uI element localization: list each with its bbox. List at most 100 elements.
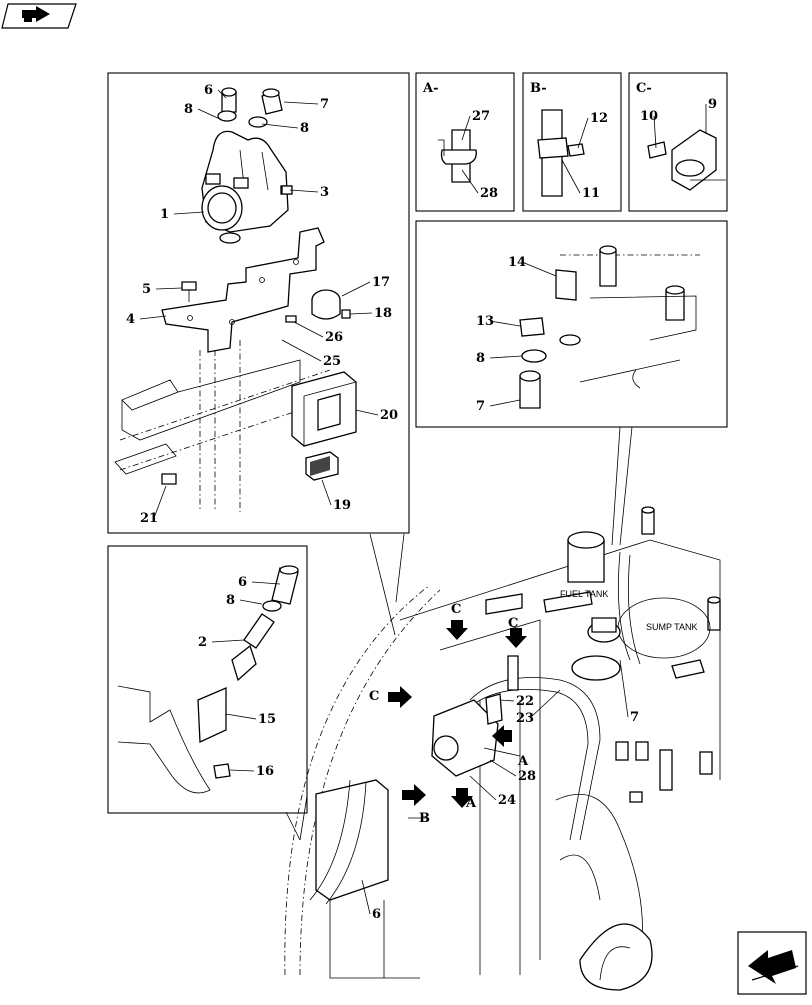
view-marker-a-1: A bbox=[517, 754, 529, 769]
book-arrow-icon[interactable] bbox=[1, 3, 77, 29]
callout-main-panel-8: 8 bbox=[300, 121, 309, 136]
callout-overview-7-leader bbox=[619, 659, 629, 718]
view-marker-b: B bbox=[419, 811, 430, 826]
callout-detail-b-12-leader bbox=[577, 117, 589, 149]
view-marker-c-3: C bbox=[369, 689, 379, 704]
callout-main-panel-20-leader bbox=[355, 409, 379, 416]
callout-overview-28-leader bbox=[489, 759, 517, 777]
callout-hose-panel-13: 13 bbox=[476, 314, 494, 329]
detail-c-panel: C- bbox=[628, 72, 728, 212]
callout-detail-c-10-leader bbox=[653, 115, 657, 149]
callout-main-panel-3-leader bbox=[289, 189, 319, 193]
detail-a-panel: A- bbox=[415, 72, 515, 212]
callout-fitting-panel-8: 8 bbox=[226, 593, 235, 608]
callout-main-panel-7-leader bbox=[283, 101, 319, 105]
callout-main-panel-25: 25 bbox=[323, 354, 341, 369]
callout-main-panel-19: 19 bbox=[333, 498, 351, 513]
callout-hose-panel-8-leader bbox=[489, 355, 523, 359]
callout-main-panel-26-leader bbox=[293, 321, 324, 338]
callout-main-panel-26: 26 bbox=[325, 330, 343, 345]
callout-main-panel-17-leader bbox=[341, 281, 371, 297]
callout-main-panel-21: 21 bbox=[140, 511, 158, 526]
callout-main-panel-7: 7 bbox=[320, 97, 329, 112]
callout-detail-c-9: 9 bbox=[708, 97, 717, 112]
view-marker-a-2: A bbox=[465, 796, 477, 811]
callout-hose-panel-14-leader bbox=[521, 261, 557, 277]
callout-hose-panel-7: 7 bbox=[476, 399, 485, 414]
callout-overview-23-leader bbox=[529, 689, 561, 719]
callout-main-panel-17: 17 bbox=[372, 275, 390, 290]
callout-main-panel-18: 18 bbox=[374, 306, 392, 321]
hose-fitting-panel bbox=[415, 220, 728, 428]
callout-overview-24-leader bbox=[469, 775, 497, 801]
callout-hose-panel-14: 14 bbox=[508, 255, 526, 270]
callout-detail-a-28-leader bbox=[461, 169, 479, 194]
screws bbox=[161, 185, 351, 485]
callout-main-panel-18-leader bbox=[349, 312, 373, 315]
callout-main-panel-8: 8 bbox=[184, 102, 193, 117]
callout-hose-panel-13-leader bbox=[489, 320, 521, 327]
callout-detail-a-28: 28 bbox=[480, 186, 498, 201]
callout-main-panel-5-leader bbox=[155, 287, 183, 290]
callout-fitting-panel-6-leader bbox=[251, 581, 281, 585]
callout-overview-6: 6 bbox=[372, 907, 381, 922]
callout-main-panel-3: 3 bbox=[320, 185, 329, 200]
callout-detail-a-27: 27 bbox=[472, 109, 490, 124]
callout-detail-b-12: 12 bbox=[590, 111, 608, 126]
callout-overview-6-leader bbox=[361, 879, 371, 915]
callout-hose-panel-7-leader bbox=[489, 399, 521, 407]
detail-a-title: A- bbox=[422, 81, 438, 96]
fitting-panel bbox=[107, 545, 308, 814]
callout-main-panel-5: 5 bbox=[142, 282, 151, 297]
connector bbox=[305, 451, 339, 481]
view-direction-arrows bbox=[388, 620, 527, 819]
callout-fitting-panel-2-leader bbox=[211, 639, 245, 643]
mounting-bracket bbox=[161, 227, 325, 353]
detail-b-title: B- bbox=[530, 81, 547, 96]
callout-fitting-panel-16: 16 bbox=[256, 764, 274, 779]
detail-b-panel: B- bbox=[522, 72, 622, 212]
callout-main-panel-1-leader bbox=[173, 211, 205, 215]
callout-main-panel-20: 20 bbox=[380, 408, 398, 423]
callout-main-panel-8-leader bbox=[261, 123, 299, 129]
callout-main-panel-6-leader bbox=[217, 89, 227, 99]
callout-overview-24: 24 bbox=[498, 793, 516, 808]
callout-detail-a-27-leader bbox=[461, 115, 471, 141]
callout-overview-28: 28 bbox=[518, 769, 536, 784]
hose-pair bbox=[217, 87, 283, 128]
sump-tank-label: SUMP TANK bbox=[646, 622, 698, 632]
callout-overview-22: 22 bbox=[516, 694, 534, 709]
main-assembly-panel bbox=[107, 72, 410, 534]
callout-hose-panel-8: 8 bbox=[476, 351, 485, 366]
fuel-pump bbox=[201, 130, 292, 244]
callout-detail-b-11: 11 bbox=[582, 186, 600, 201]
callout-overview-22-leader bbox=[499, 699, 515, 702]
callout-detail-c-10: 10 bbox=[640, 109, 658, 124]
machine-overview bbox=[284, 506, 721, 991]
callout-overview-23: 23 bbox=[516, 711, 534, 726]
relay bbox=[311, 289, 341, 320]
callout-main-panel-21-leader bbox=[153, 485, 167, 519]
next-page-arrow-icon[interactable] bbox=[737, 931, 807, 995]
callout-main-panel-4: 4 bbox=[126, 312, 135, 327]
callout-overview-7: 7 bbox=[630, 710, 639, 725]
callout-fitting-panel-15: 15 bbox=[258, 712, 276, 727]
view-marker-c-1: C bbox=[451, 602, 461, 617]
callout-main-panel-25-leader bbox=[281, 339, 322, 362]
callout-detail-b-11-leader bbox=[561, 159, 581, 194]
callout-fitting-panel-8-leader bbox=[239, 599, 263, 605]
callout-fitting-panel-2: 2 bbox=[198, 635, 207, 650]
callout-main-panel-4-leader bbox=[139, 315, 167, 320]
control-module bbox=[291, 371, 357, 447]
view-marker-c-2: C bbox=[508, 616, 518, 631]
callout-main-panel-6: 6 bbox=[204, 83, 213, 98]
callout-main-panel-19-leader bbox=[321, 479, 332, 506]
callout-main-panel-1: 1 bbox=[160, 207, 169, 222]
fuel-tank-label: FUEL TANK bbox=[560, 589, 608, 599]
callout-fitting-panel-6: 6 bbox=[238, 575, 247, 590]
callout-fitting-panel-15-leader bbox=[225, 713, 257, 720]
callout-main-panel-8-leader bbox=[197, 108, 223, 121]
callout-fitting-panel-16-leader bbox=[229, 769, 255, 772]
